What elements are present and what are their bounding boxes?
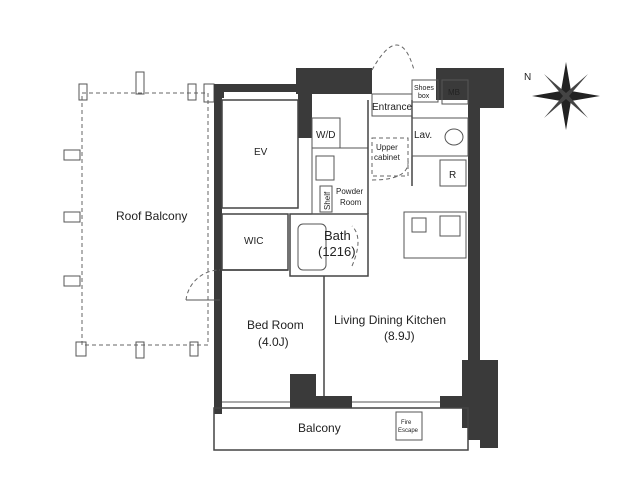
powder-room-label-2: Room <box>340 198 362 207</box>
roof-balcony-label: Roof Balcony <box>116 209 187 223</box>
entrance-label: Entrance <box>372 102 412 113</box>
compass: N <box>524 62 600 130</box>
ldk-label-2: (8.9J) <box>384 329 415 343</box>
fire-escape-label-1: Fire <box>401 420 412 426</box>
partitions <box>213 79 469 451</box>
bed-room-label-2: (4.0J) <box>258 335 289 349</box>
shoes-box-label-2: box <box>418 93 430 100</box>
bath-label-1: Bath <box>324 228 351 243</box>
ldk-label-1: Living Dining Kitchen <box>334 313 446 327</box>
structural-walls <box>214 68 504 448</box>
bath-label-2: (1216) <box>318 244 356 259</box>
powder-room-label-1: Powder <box>336 187 363 196</box>
wd-label: W/D <box>316 130 335 141</box>
shelf-label: Shelf <box>323 191 332 210</box>
wic-label: WIC <box>244 236 263 247</box>
balcony-label: Balcony <box>298 421 341 435</box>
upper-cabinet-label-2: cabinet <box>374 153 401 162</box>
fire-escape-label-2: Escape <box>398 428 419 434</box>
shoes-box-label-1: Shoes <box>414 85 434 92</box>
upper-cabinet-label-1: Upper <box>376 143 398 152</box>
bed-room-label-1: Bed Room <box>247 318 304 332</box>
lav-label: Lav. <box>414 130 432 141</box>
ev-label: EV <box>254 147 268 158</box>
refrigerator-label: R <box>449 170 456 181</box>
door-swings <box>185 44 415 301</box>
mb-label: MB <box>448 88 460 97</box>
compass-north-label: N <box>524 72 531 83</box>
